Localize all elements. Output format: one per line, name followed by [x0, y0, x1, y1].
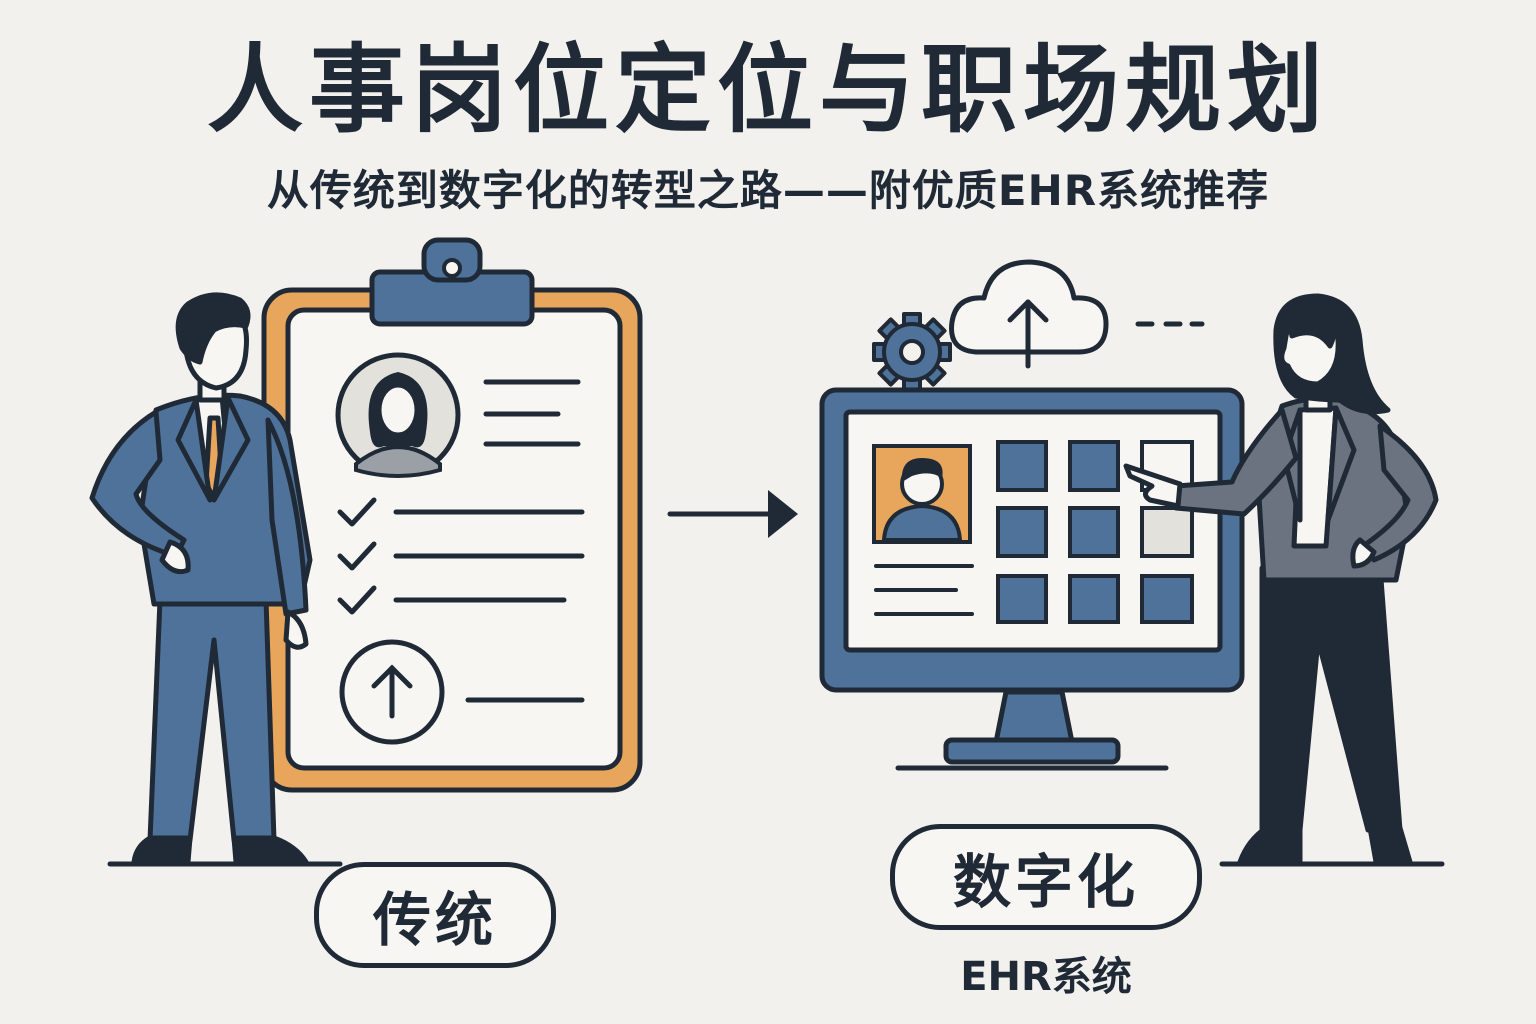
businesswoman-figure: [1123, 293, 1445, 867]
clipboard-icon: [261, 237, 643, 793]
page-subtitle: 从传统到数字化的转型之路——附优质EHR系统推荐: [266, 166, 1270, 215]
page-title: 人事岗位定位与职场规划: [207, 34, 1329, 146]
app-tile: [1068, 506, 1120, 558]
app-tile: [1068, 440, 1120, 492]
checkmark-icon: [337, 497, 377, 527]
gear-icon: [872, 312, 952, 392]
avatar-icon: [872, 444, 972, 544]
digital-label: 数字化: [890, 824, 1202, 930]
app-tile: [1068, 574, 1120, 624]
up-arrow-icon: [339, 639, 585, 745]
ehr-system-caption: EHR系统: [960, 954, 1132, 1000]
app-tile-grid: [996, 440, 1194, 624]
traditional-label: 传统: [314, 862, 556, 968]
text-lines: [483, 379, 581, 447]
app-tile: [996, 574, 1048, 624]
cloud-upload-icon: [949, 259, 1109, 369]
checkmark-icon: [337, 585, 377, 615]
checklist: [337, 497, 585, 615]
avatar-icon: [335, 352, 461, 478]
app-tile: [1140, 574, 1194, 624]
checkmark-icon: [337, 541, 377, 571]
transition-arrow-icon: [667, 490, 798, 538]
profile-text-lines: [874, 564, 974, 616]
app-tile: [996, 440, 1048, 492]
businessman-figure: [89, 292, 343, 867]
app-tile: [1140, 506, 1194, 558]
app-tile: [996, 506, 1048, 558]
